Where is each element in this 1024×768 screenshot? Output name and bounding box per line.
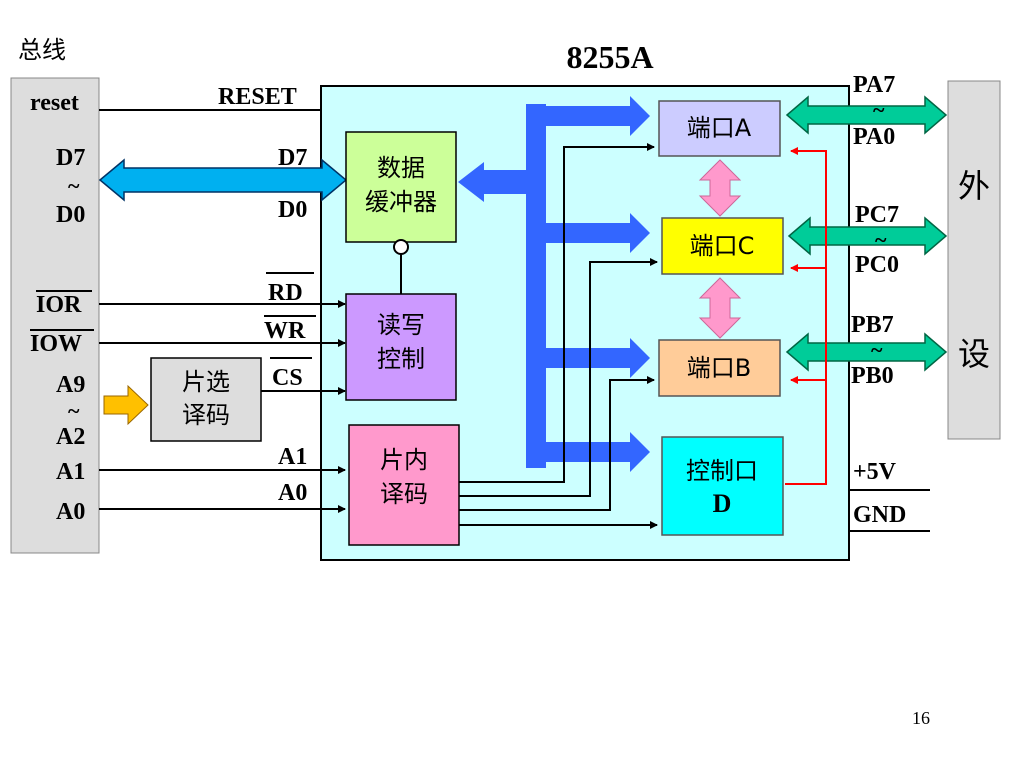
- rw-control-line2: 控制: [377, 345, 425, 373]
- peripheral-label-2: 设: [958, 335, 990, 373]
- chip-pin-rd: RD: [268, 280, 303, 306]
- page-number: 16: [912, 708, 930, 728]
- port-pin-pc7: PC7: [855, 202, 899, 228]
- bus-pin-tilde-d: ~: [68, 173, 80, 198]
- data-buffer-line2: 缓冲器: [365, 188, 437, 216]
- port-pin-tilde-c: ~: [875, 227, 887, 252]
- port-a-io-arrow: [785, 95, 948, 135]
- bus-pin-a1: A1: [56, 459, 85, 485]
- peripheral-label-1: 外: [958, 167, 990, 205]
- chip-pin-wr: WR: [264, 318, 306, 344]
- port-a-label: 端口A: [687, 114, 752, 142]
- chip-title: 8255A: [566, 39, 653, 75]
- port-c-label: 端口C: [690, 232, 755, 260]
- port-a-block: [658, 100, 781, 157]
- port-pin-tilde-b: ~: [871, 337, 883, 362]
- bus-pin-d7: D7: [56, 145, 85, 171]
- bus-pin-d0: D0: [56, 202, 85, 228]
- power-pin-gnd: GND: [853, 502, 906, 528]
- control-port-line1: 控制口: [686, 457, 758, 485]
- port-pin-tilde-a: ~: [873, 97, 885, 122]
- decode-to-port-a-line: [459, 143, 655, 483]
- bus-pin-reset: reset: [30, 90, 79, 116]
- bus-to-control-port-arrow: [546, 432, 650, 472]
- control-port-line2: D: [713, 489, 732, 518]
- chip-pin-cs: CS: [272, 365, 303, 391]
- bus-pin-a9: A9: [56, 372, 85, 398]
- internal-decode-block: [348, 424, 460, 546]
- port-pin-pb7: PB7: [851, 312, 894, 338]
- bus-pin-a2: A2: [56, 424, 85, 450]
- internal-decode-line2: 译码: [380, 480, 428, 508]
- bus-pin-iow: IOW: [30, 331, 82, 357]
- buffer-enable-circle: [393, 239, 409, 255]
- port-pin-pc0: PC0: [855, 252, 899, 278]
- power-pin-5v: +5V: [853, 459, 897, 485]
- bus-pin-ior: IOR: [36, 292, 82, 318]
- bus-label: 总线: [18, 36, 66, 64]
- chip-pin-a1: A1: [278, 444, 307, 470]
- rw-control-line1: 读写: [377, 311, 425, 339]
- bus-pin-tilde-a: ~: [68, 398, 80, 423]
- chip-select-decoder: [150, 357, 262, 442]
- internal-decode-line1: 片内: [380, 446, 428, 474]
- data-bus-arrow: [98, 158, 348, 202]
- bus-pin-a0: A0: [56, 499, 85, 525]
- port-pin-pa0: PA0: [853, 124, 895, 150]
- control-port-block: [661, 436, 784, 536]
- port-c-b-link-arrow: [698, 277, 742, 339]
- chip-select-input-arrow: [103, 384, 149, 426]
- port-pin-pb0: PB0: [851, 363, 894, 389]
- chip-pin-d0: D0: [278, 197, 307, 223]
- chip-pin-d7: D7: [278, 145, 307, 171]
- control-to-ports-line: [785, 150, 827, 485]
- bus-to-buffer-arrow: [458, 162, 526, 202]
- data-buffer-block: [345, 131, 457, 243]
- chip-pin-reset: RESET: [218, 84, 297, 110]
- port-c-block: [661, 217, 784, 275]
- port-a-c-link-arrow: [698, 159, 742, 217]
- data-buffer-line1: 数据: [377, 154, 425, 182]
- bus-to-port-a-arrow: [546, 96, 650, 136]
- system-bus-block: [10, 77, 100, 554]
- port-b-block: [658, 339, 781, 397]
- port-c-io-arrow: [787, 216, 948, 256]
- port-b-label: 端口B: [687, 354, 751, 382]
- internal-bus-vertical: [526, 104, 546, 468]
- chip-select-decoder-line2: 译码: [182, 401, 230, 429]
- rw-control-block: [345, 293, 457, 401]
- decode-to-port-c-line: [459, 258, 658, 497]
- decode-to-port-b-line: [459, 376, 655, 511]
- bus-to-port-b-arrow: [546, 338, 650, 378]
- port-pin-pa7: PA7: [853, 72, 895, 98]
- chip-select-decoder-line1: 片选: [182, 368, 230, 396]
- peripheral-block: [947, 80, 1001, 440]
- bus-to-port-c-arrow: [546, 213, 650, 253]
- chip-pin-a0: A0: [278, 480, 307, 506]
